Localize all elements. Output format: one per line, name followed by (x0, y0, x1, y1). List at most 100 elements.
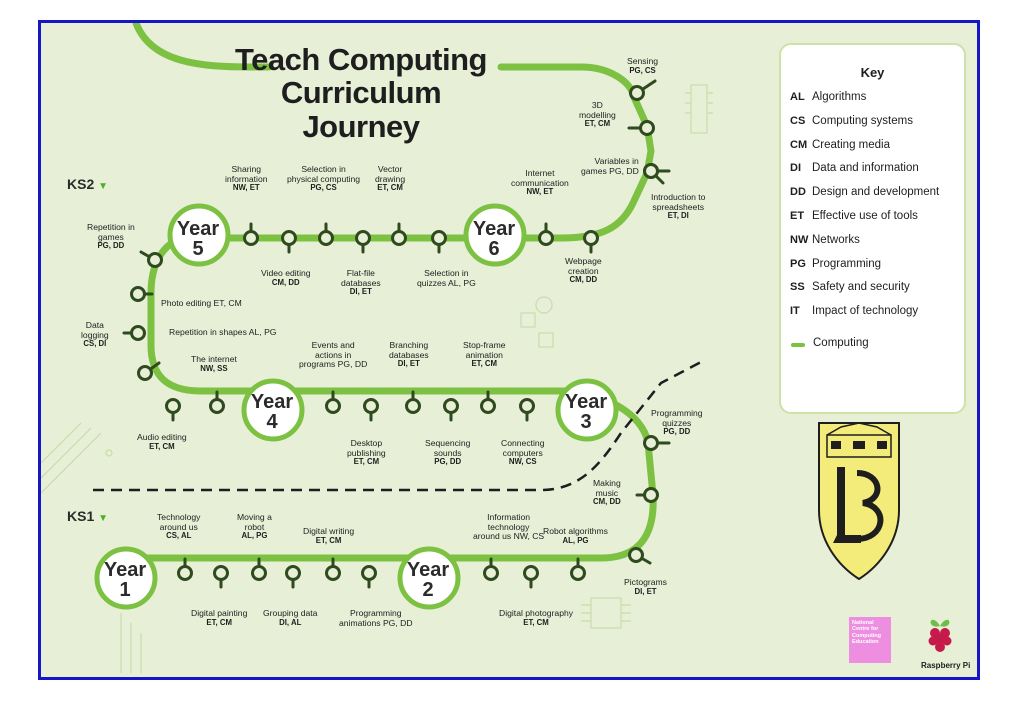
unit-node-vector-drawing[interactable] (391, 222, 407, 246)
unit-codes: PG, DD (434, 457, 462, 467)
unit-node-moving-a-robot[interactable] (251, 557, 267, 581)
key-label: Data and information (812, 162, 919, 175)
year-6-circle (463, 203, 527, 267)
unit-name-line: technology (487, 521, 530, 532)
year-3-circle (555, 378, 619, 442)
unit-node-connecting-computers[interactable] (519, 398, 535, 422)
poster-frame: Teach Computing Curriculum Journey KS2 ▼… (38, 20, 980, 680)
key-code: ET (790, 210, 805, 222)
unit-name-line: Moving a (237, 512, 272, 522)
unit-node-sharing-information[interactable] (243, 222, 259, 246)
unit-node-digital-painting[interactable] (213, 565, 229, 589)
unit-node-events-and-actions[interactable] (325, 390, 341, 414)
unit-node-pictograms[interactable] (628, 547, 652, 565)
unit-name-line: actions in (314, 349, 352, 360)
unit-codes: AL, PG (562, 535, 589, 545)
unit-node-the-internet[interactable] (209, 390, 225, 414)
unit-node-digital-photography[interactable] (523, 565, 539, 589)
unit-node-digital-writing[interactable] (325, 557, 341, 581)
unit-name-line: Branching (389, 340, 429, 350)
unit-node-3d-modelling[interactable] (627, 120, 655, 136)
year-5-circle (167, 203, 231, 267)
unit-node-video-editing[interactable] (281, 230, 297, 254)
unit-name-line: computers (502, 447, 543, 458)
key-code: CM (790, 138, 808, 151)
unit-node-branching-databases[interactable] (405, 390, 421, 414)
key-computing-label: Computing (813, 337, 869, 349)
unit-codes: NW, ET (232, 183, 260, 193)
unit-name-line: databases (389, 349, 429, 360)
unit-node-data-logging[interactable] (122, 325, 146, 341)
unit-codes: CM, DD (271, 277, 300, 287)
unit-node-selection-physical[interactable] (318, 222, 334, 246)
unit-node-desktop-publishing[interactable] (363, 398, 379, 422)
unit-name-line: quizzes (662, 417, 692, 428)
unit-node-audio-editing[interactable] (165, 398, 181, 422)
unit-name-line: robot (244, 521, 265, 532)
key-title: Key (860, 65, 885, 80)
unit-codes: DI, AL (279, 617, 302, 627)
unit-node-programming-quizzes[interactable] (643, 435, 671, 451)
unit-node-stop-frame-animation[interactable] (480, 390, 496, 414)
unit-codes: ET, CM (149, 441, 175, 451)
unit-node-grouping-data[interactable] (285, 565, 301, 589)
unit-node-webpage-creation[interactable] (583, 230, 599, 254)
unit-name-line: Digital painting (191, 608, 248, 618)
unit-node-information-technology[interactable] (483, 557, 499, 581)
unit-node-repetition-in-shapes[interactable] (137, 361, 161, 381)
key-code: SS (790, 281, 805, 294)
unit-name-line: 3D (591, 100, 603, 110)
title-line-1: Teach Computing (235, 42, 487, 77)
decorative-circuit (41, 84, 713, 673)
unit-node-making-music[interactable] (635, 487, 659, 503)
unit-codes: PG, DD (663, 427, 691, 437)
unit-node-robot-algorithms[interactable] (570, 557, 586, 581)
unit-name-line: Connecting (501, 438, 545, 448)
unit-node-programming-animations[interactable] (361, 565, 377, 589)
unit-name-line: Variables in (594, 156, 639, 166)
unit-node-repetition-in-games[interactable] (139, 250, 163, 268)
unit-codes: DI, ET (634, 586, 657, 596)
unit-node-internet-communication[interactable] (538, 222, 554, 246)
key-code: NW (790, 233, 809, 246)
unit-name-line: Repetition in (87, 222, 135, 232)
unit-label-repetition-in-shapes: Repetition in shapes AL, PG (169, 327, 277, 338)
unit-name-line: Audio editing (137, 432, 187, 442)
unit-node-technology-around-us[interactable] (177, 557, 193, 581)
key-code: AL (790, 91, 805, 103)
key-label: Safety and security (812, 281, 910, 294)
unit-node-photo-editing[interactable] (130, 286, 154, 302)
unit-node-sequencing-sounds[interactable] (443, 398, 459, 422)
unit-node-introduction-to-spreadsheets[interactable] (643, 163, 671, 179)
unit-name-line: publishing (347, 447, 386, 458)
unit-codes: CM, DD (569, 275, 598, 285)
unit-node-sensing[interactable] (629, 79, 657, 101)
unit-node-flat-file-databases[interactable] (355, 230, 371, 254)
unit-node-selection-in-quizzes[interactable] (431, 230, 447, 254)
unit-name-line: Robot algorithms (543, 526, 608, 536)
unit-codes: ET, CM (206, 617, 232, 627)
